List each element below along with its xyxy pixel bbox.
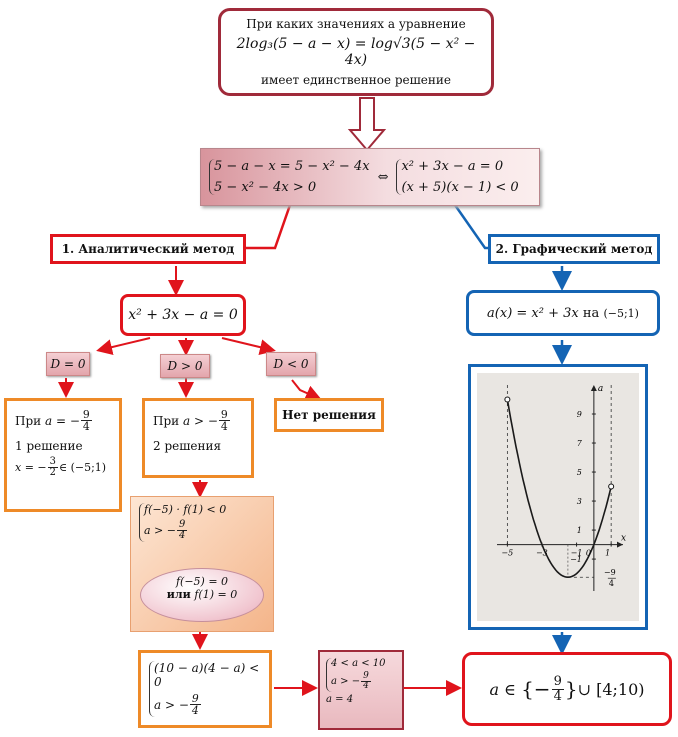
- y-tick-label: 3: [577, 497, 582, 506]
- y-axis-label: a: [598, 384, 603, 394]
- question-box: При каких значениях a уравнение 2log₃(5 …: [218, 8, 494, 96]
- x-axis-arrow: [617, 541, 623, 548]
- function-box: a(x) = x² + 3x на (−5;1): [466, 290, 660, 336]
- box-dneg: Нет решения: [274, 398, 384, 432]
- question-line3: имеет единственное решение: [261, 73, 451, 87]
- case-dneg: D < 0: [266, 352, 316, 376]
- min-label-num: −9: [604, 568, 616, 577]
- question-equation: 2log₃(5 − a − x) = log√3(5 − x² − 4x): [236, 36, 476, 68]
- x-axis-label: x: [621, 534, 626, 544]
- equivalence-symbol: ⇔: [377, 169, 389, 185]
- dpos-count: 2 решения: [153, 438, 222, 453]
- y-axis-arrow: [590, 385, 597, 391]
- system-right: x² + 3x − a = 0 (x + 5)(x − 1) < 0: [396, 159, 519, 195]
- quadratic-box: x² + 3x − a = 0: [120, 294, 246, 336]
- connector-system-to-method1: [240, 204, 292, 250]
- system-left-2: 5 − x² − 4x > 0: [214, 180, 317, 195]
- function-expr: a(x) = x² + 3x: [487, 305, 579, 321]
- d0-count: 1 решение: [15, 438, 83, 453]
- y-tick-label: 7: [577, 439, 583, 448]
- arrow-to-dneg: [221, 337, 276, 355]
- method2-header: 2. Графический метод: [488, 234, 660, 264]
- function-interval: (−5;1): [603, 306, 639, 320]
- system-box: 5 − a − x = 5 − x² − 4x 5 − x² − 4x > 0 …: [200, 148, 540, 206]
- endpoint-right: [608, 483, 615, 490]
- oval-line1: f(−5) = 0: [175, 575, 229, 588]
- boundary-oval: f(−5) = 0 или f(1) = 0: [140, 568, 264, 622]
- min-label-den: 4: [609, 579, 614, 588]
- final-suffix: ∪ [4;10): [577, 679, 645, 699]
- function-on: на: [582, 305, 600, 321]
- x-tick-label: 1: [605, 549, 610, 558]
- question-line1: При каких значениях a уравнение: [246, 17, 466, 31]
- x-tick-label: −1: [571, 549, 583, 558]
- main-down-arrow: [347, 97, 387, 152]
- x-tick-label: 0: [586, 549, 591, 558]
- case-d0: D = 0: [46, 352, 90, 376]
- y-tick-label: −1: [570, 555, 582, 564]
- system-left-1: 5 − a − x = 5 − x² − 4x: [214, 159, 370, 174]
- result-line1: 4 < a < 10: [331, 658, 386, 669]
- system-left: 5 − a − x = 5 − x² − 4x 5 − x² − 4x > 0: [209, 159, 370, 195]
- final-prefix: a ∈: [489, 679, 516, 699]
- oval-line2: или f(1) = 0: [166, 588, 238, 601]
- arrow-dneg-box: [291, 379, 322, 401]
- y-tick-label: 5: [577, 468, 582, 477]
- y-tick-label: 1: [577, 526, 582, 535]
- x-tick-label: −5: [501, 549, 513, 558]
- system-right-1: x² + 3x − a = 0: [401, 159, 504, 174]
- system-right-2: (x + 5)(x − 1) < 0: [401, 180, 519, 195]
- parabola-curve: [506, 399, 612, 579]
- result-line3: a = 4: [326, 693, 354, 705]
- case-dpos: D > 0: [160, 354, 210, 378]
- bottom-system-line1: (10 − a)(4 − a) < 0: [154, 661, 260, 689]
- x-tick-label: −3: [536, 549, 548, 558]
- endpoint-left: [504, 396, 511, 403]
- arrow-to-d0: [96, 337, 151, 355]
- method1-header: 1. Аналитический метод: [50, 234, 246, 264]
- condition-line1: f(−5) · f(1) < 0: [144, 503, 227, 516]
- y-tick-label: 9: [577, 410, 582, 419]
